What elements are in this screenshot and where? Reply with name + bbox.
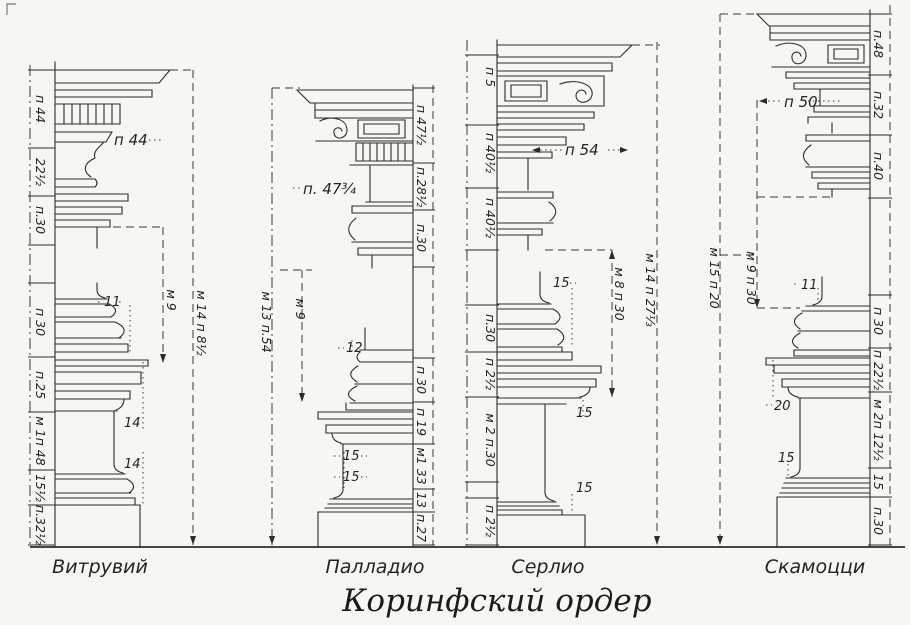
dim-label: м 8 п 30 [612, 267, 627, 320]
strip-label: п.30 [414, 224, 429, 252]
annotation: 15 [553, 276, 570, 291]
annotation: п 44 [114, 131, 148, 149]
scamozzi-strip-ticks [868, 13, 892, 546]
annotation: 15 [778, 451, 795, 466]
vitruvius-profile-lines [54, 61, 172, 548]
vitruvius-strip-ticks [28, 69, 55, 546]
annotation: 11 [801, 278, 818, 293]
scamozzi-dim-lines [719, 5, 891, 545]
dim-label: м 15 п 20 [707, 247, 722, 308]
strip-label: п.30 [483, 314, 498, 342]
strip-label: п 2½ [483, 358, 498, 390]
serlio-dim-lines [545, 42, 660, 545]
strip-label: п.30 [871, 507, 886, 535]
order-serlio: п 5 п 40½ п 40½ п.30 п 2½ м 2 п.30 п 2½ … [465, 39, 660, 578]
annotation: 14 [124, 457, 141, 472]
order-name: Палладио [326, 556, 425, 578]
strip-label: 13 [414, 492, 429, 508]
strip-label: п.30 [33, 206, 48, 234]
serlio-arrowheads [532, 147, 660, 545]
dim-label: м 13 п.54 [259, 291, 274, 352]
strip-label: п 40½ [483, 133, 498, 173]
diagram-title: Коринфский ордер [341, 583, 651, 619]
dim-label: м 9 [164, 289, 179, 310]
serlio-profile-lines [496, 39, 634, 548]
annotation: 15 [576, 406, 593, 421]
strip-label: п.32½ [33, 505, 48, 545]
annotation: 11 [104, 295, 121, 310]
strip-label: м1 33 [414, 447, 429, 484]
strip-label: 22½ [33, 158, 48, 186]
annotation: 15 [343, 449, 360, 464]
strip-label: п.32 [871, 91, 886, 119]
palladio-profile-lines [295, 84, 414, 548]
strip-label: п 19 [414, 408, 429, 436]
order-scamozzi: п.48 п.32 п.40 п 30 п 22½ м 2п 12½ 15 п.… [707, 5, 892, 578]
dim-label: м 14 п 27⅓ [643, 253, 658, 326]
vitruvius-leader-dots [98, 139, 161, 505]
palladio-strip-ticks [413, 87, 435, 546]
palladio-leader-dots [293, 187, 367, 488]
order-name: Скамоцци [765, 556, 866, 578]
strip-label: п 47½ [414, 105, 429, 145]
strip-label: п.27 [414, 514, 429, 542]
strip-label: м 2п 12½ [871, 399, 886, 461]
serlio-strip-ticks [465, 54, 499, 546]
dim-label: м 14 п 8½ [194, 290, 209, 356]
strip-label: п.40 [871, 152, 886, 180]
annotation: п. 47¾ [303, 180, 356, 198]
strip-label: п 22½ [871, 350, 886, 390]
annotation: п 50 [784, 93, 818, 111]
annotation: 20 [774, 399, 791, 414]
strip-label: 15 [871, 474, 886, 490]
annotation: 14 [124, 416, 141, 431]
palladio-arrowheads [269, 393, 305, 545]
scamozzi-leader-dots [766, 100, 842, 476]
strip-label: п 30 [33, 308, 48, 336]
annotation: 15 [576, 481, 593, 496]
strip-label: м 2 п.30 [483, 413, 498, 466]
palladio-dim-lines [272, 85, 434, 545]
strip-label: п.28½ [414, 167, 429, 207]
scamozzi-arrowheads [717, 98, 767, 545]
annotation: 15 [343, 470, 360, 485]
serlio-leader-dots [540, 149, 620, 514]
strip-label: п 44 [33, 95, 48, 123]
scan-corner-mark [6, 3, 16, 15]
order-name: Серлио [511, 556, 584, 578]
dim-label: м 9 [293, 298, 308, 319]
strip-label: п.48 [871, 30, 886, 58]
annotation: п 54 [565, 141, 599, 159]
vitruvius-dim-lines [100, 69, 194, 545]
order-name: Витрувий [52, 556, 148, 578]
strip-label: п 30 [871, 307, 886, 335]
strip-label: п 30 [414, 366, 429, 394]
strip-label: м 1п 48 [33, 416, 48, 465]
strip-label: п.25 [33, 371, 48, 399]
dim-label: м 9 п 30 [744, 251, 759, 304]
strip-label: п 40½ [483, 198, 498, 238]
annotation: 12 [346, 341, 363, 356]
strip-label: п 5 [483, 67, 498, 87]
order-vitruvius: п 44 22½ п.30 п 30 п.25 м 1п 48 15½ п.32… [28, 61, 209, 578]
order-palladio: п 47½ п.28½ п.30 п 30 п 19 м1 33 13 п.27… [259, 84, 435, 578]
vitruvius-arrowheads [160, 354, 196, 545]
scamozzi-profile-lines [755, 9, 871, 548]
strip-label: 15½ [33, 474, 48, 502]
strip-label: п 2½ [483, 505, 498, 537]
